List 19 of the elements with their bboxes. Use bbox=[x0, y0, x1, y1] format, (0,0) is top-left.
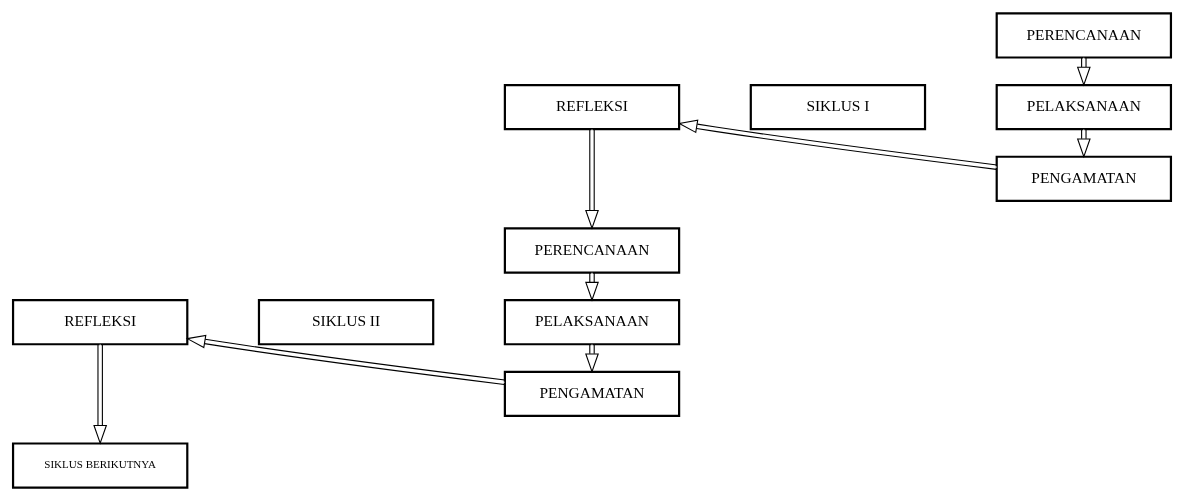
arrow bbox=[585, 271, 599, 302]
node-box: REFLEKSI bbox=[11, 298, 189, 345]
arrow bbox=[185, 334, 506, 385]
node-box: PENGAMATAN bbox=[995, 155, 1173, 202]
node-box: PERENCANAAN bbox=[503, 226, 681, 274]
node-box: PELAKSANAAN bbox=[503, 298, 681, 345]
node-box: SIKLUS BERIKUTNYA bbox=[11, 441, 189, 489]
arrow bbox=[585, 128, 599, 230]
node-box: REFLEKSI bbox=[503, 83, 681, 130]
arrow bbox=[585, 343, 599, 373]
arrow bbox=[677, 119, 998, 170]
arrow bbox=[1076, 56, 1091, 87]
arrow bbox=[1076, 128, 1091, 158]
node-box: PERENCANAAN bbox=[995, 11, 1173, 59]
node-box: SIKLUS I bbox=[749, 83, 927, 130]
node-box: PENGAMATAN bbox=[503, 370, 681, 417]
node-box: PELAKSANAAN bbox=[995, 83, 1173, 130]
node-box: SIKLUS II bbox=[257, 298, 435, 345]
arrow bbox=[93, 343, 108, 445]
